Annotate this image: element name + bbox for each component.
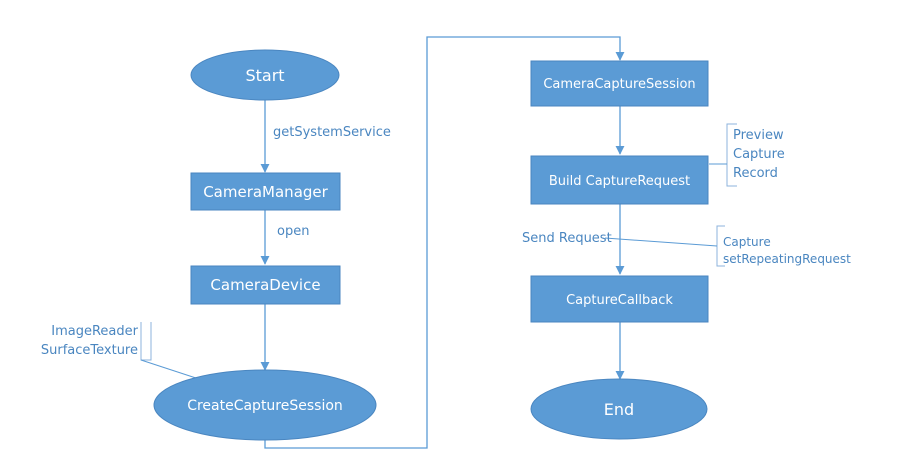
camera-device-node bbox=[190, 265, 341, 305]
build-capture-request-node bbox=[530, 155, 709, 205]
create-capture-session-node bbox=[153, 369, 377, 441]
annotation-send-set-repeating-request: setRepeatingRequest bbox=[723, 252, 851, 266]
edge-label-send-request: Send Request bbox=[522, 231, 612, 246]
build-capture-request-node-label: Build CaptureRequest bbox=[549, 174, 690, 189]
capture-callback-node-label: CaptureCallback bbox=[566, 293, 673, 308]
edge-label-get-system-service: getSystemService bbox=[273, 125, 391, 140]
annotation-leader-surfaces bbox=[140, 359, 203, 381]
annotation-request-capture: Capture bbox=[733, 147, 785, 162]
capture-callback-node bbox=[530, 275, 709, 323]
annotation-surface-imagereader: ImageReader bbox=[51, 324, 138, 339]
camera-device-node-label: CameraDevice bbox=[210, 276, 320, 294]
camera-manager-node-label: CameraManager bbox=[203, 183, 328, 201]
camera-manager-node bbox=[190, 172, 341, 211]
annotation-send-capture: Capture bbox=[723, 235, 771, 249]
camera-capture-session-node-label: CameraCaptureSession bbox=[543, 77, 695, 92]
camera-capture-session-node bbox=[530, 60, 709, 107]
annotation-leader-send-methods bbox=[604, 237, 718, 247]
annotation-surface-surfacetexture: SurfaceTexture bbox=[41, 343, 138, 358]
edge-label-open: open bbox=[277, 224, 309, 239]
end-node-label: End bbox=[604, 400, 634, 419]
edge-create-session-to-camera-capture-session bbox=[264, 36, 625, 449]
start-node bbox=[190, 49, 340, 101]
annotation-bracket-surfaces bbox=[140, 322, 152, 361]
create-capture-session-node-label: CreateCaptureSession bbox=[187, 398, 343, 414]
annotation-request-record: Record bbox=[733, 166, 778, 181]
end-node bbox=[530, 378, 708, 440]
start-node-label: Start bbox=[245, 66, 284, 85]
annotation-request-preview: Preview bbox=[733, 128, 784, 143]
annotation-bracket-request-types bbox=[726, 123, 737, 187]
